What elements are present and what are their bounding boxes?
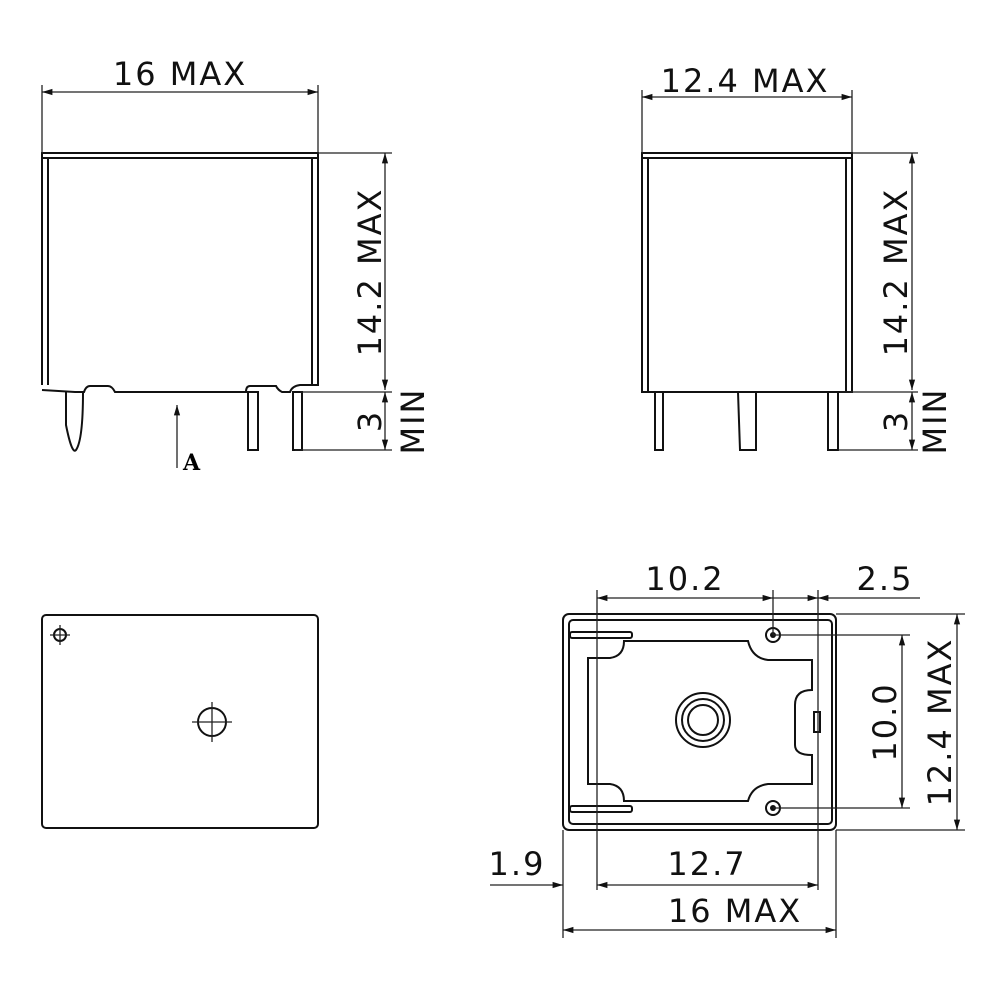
dimension-label: 1.9 [489, 845, 546, 883]
view-marker: A [182, 450, 201, 476]
dimension-label: 2.5 [857, 560, 914, 598]
dimension-label: MIN [394, 388, 432, 455]
side-view: 12.4 MAX 14.2 MAX 3 MIN [641, 62, 954, 455]
dimension-label: 12.4 MAX [921, 638, 959, 807]
dimension-label: 16 MAX [668, 892, 802, 930]
relay-bottom-outline [562, 613, 837, 831]
pin [654, 391, 664, 451]
crosshair-mark [50, 625, 70, 645]
pin [827, 391, 839, 451]
dimension-label: MIN [916, 388, 954, 455]
dimension-label: 12.7 [667, 845, 746, 883]
relay-body-side [641, 152, 853, 393]
dimension-label: 10.0 [866, 682, 904, 761]
dimension-label: 16 MAX [113, 55, 247, 93]
dimension-label: 12.4 MAX [661, 62, 830, 100]
dimension-label: 14.2 MAX [877, 188, 915, 357]
crosshair-mark [192, 702, 232, 742]
dimension-label: 10.2 [645, 560, 724, 598]
relay-top-outline [41, 614, 319, 829]
center-hole [675, 692, 731, 748]
dimension-label: 3 [351, 410, 389, 432]
pin [65, 391, 84, 452]
dimension-label: 3 [877, 410, 915, 432]
bottom-view: 10.2 2.5 10.0 12.4 MAX 1.9 12.7 16 MAX [489, 560, 965, 938]
top-view [41, 614, 319, 829]
dimension-label: 14.2 MAX [351, 188, 389, 357]
relay-body-front [41, 152, 319, 393]
pin [247, 391, 259, 451]
pin [737, 391, 757, 451]
front-view: 16 MAX 14.2 MAX 3 MIN A [41, 55, 432, 476]
pin [292, 391, 303, 451]
